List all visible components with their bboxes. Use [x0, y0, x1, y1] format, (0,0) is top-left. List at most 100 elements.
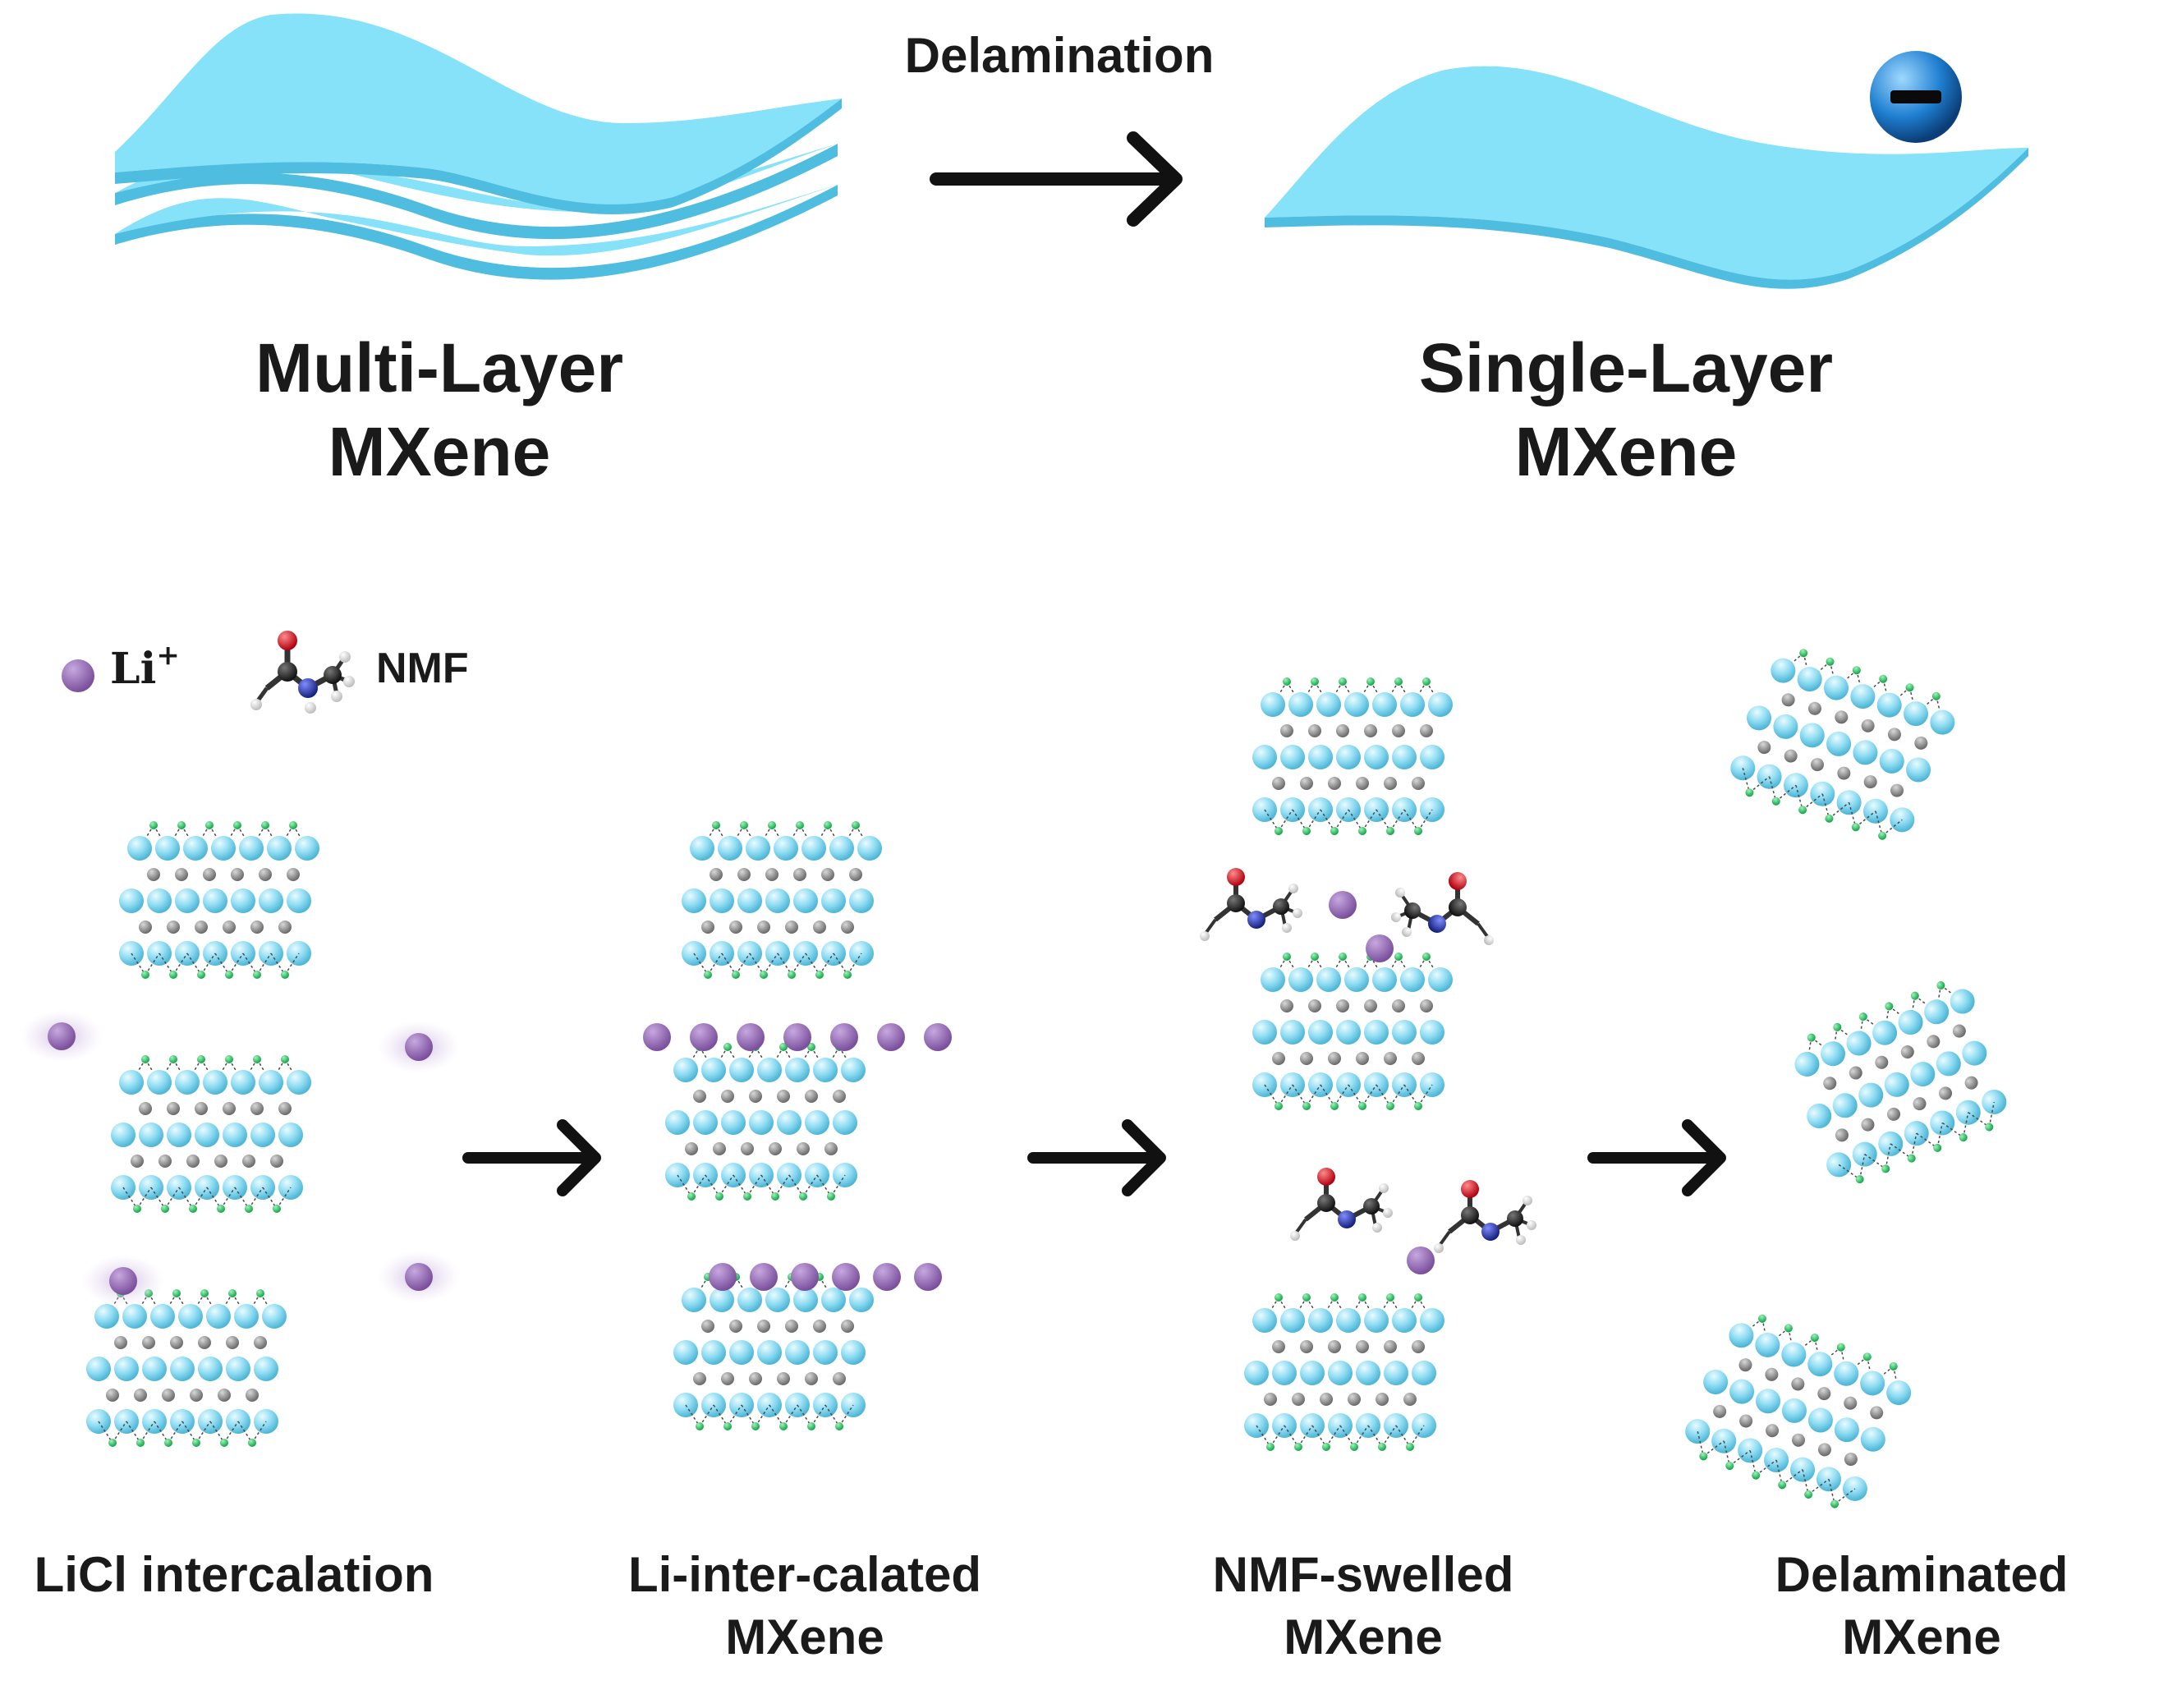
bond-line: [1834, 1488, 1856, 1505]
carbon-atom: [1849, 1066, 1862, 1080]
terminal-atom: [1350, 1443, 1358, 1451]
carbon-atom: [1765, 1367, 1779, 1381]
terminal-atom: [799, 1192, 807, 1201]
carbon-atom: [710, 868, 723, 881]
metal-atom: [841, 1340, 866, 1365]
carbon-atom: [259, 868, 272, 881]
metal-atom: [1807, 1104, 1832, 1129]
metal-atom: [1252, 1020, 1277, 1045]
terminal-atom: [723, 1422, 732, 1430]
bond-line: [1353, 1425, 1369, 1448]
carbon-atom: [106, 1389, 119, 1402]
methyl-carbon: [1363, 1198, 1380, 1214]
metal-atom: [259, 888, 283, 913]
carbon-atom-mol: [1227, 894, 1245, 912]
terminal-atom: [177, 821, 186, 829]
bond-line: [1890, 1143, 1913, 1159]
metal-atom: [765, 888, 790, 913]
metal-atom: [295, 836, 319, 861]
carbon-atom: [134, 1389, 147, 1402]
carbon-atom: [1739, 1414, 1753, 1428]
carbon-atom: [131, 1155, 144, 1168]
carbon-atom: [785, 921, 798, 934]
carbon-atom: [849, 868, 862, 881]
carbon-atom: [1791, 1377, 1805, 1391]
bond-line: [1802, 793, 1823, 810]
oxygen-atom: [1461, 1180, 1479, 1198]
bond-line: [223, 1421, 239, 1444]
metal-atom: [167, 1123, 191, 1147]
metal-atom: [1328, 1361, 1353, 1385]
terminal-atom: [1836, 1343, 1845, 1352]
carbon-atom: [693, 1090, 706, 1103]
bond-line: [1389, 809, 1405, 832]
metal-atom: [821, 888, 846, 913]
carbon-atom: [1861, 719, 1875, 732]
metal-atom: [1884, 1072, 1909, 1097]
metal-atom: [1821, 1041, 1846, 1067]
stage-1-label: LiCl intercalation: [34, 1547, 434, 1602]
terminal-atom: [796, 821, 804, 829]
bond-line: [122, 1187, 138, 1210]
metal-atom: [793, 1288, 818, 1312]
bond-line: [746, 1174, 762, 1197]
metal-atom: [178, 1304, 203, 1329]
lithium-ion: [690, 1023, 718, 1051]
metal-atom: [254, 1357, 278, 1381]
carbon-atom: [1364, 724, 1377, 737]
metal-atom: [1781, 1342, 1807, 1367]
carbon-atom: [1844, 1453, 1858, 1467]
terminal-atom: [1771, 797, 1780, 806]
metal-atom: [813, 1058, 838, 1082]
carbon-atom: [701, 921, 714, 934]
terminal-atom: [1406, 1443, 1414, 1451]
bond-line: [811, 1404, 826, 1427]
metal-atom: [1272, 1361, 1297, 1385]
metal-atom: [1372, 692, 1397, 717]
terminal-atom: [1386, 1293, 1394, 1302]
bond-line: [1988, 1101, 1996, 1127]
stage-3-label-line1: NMF-swelled: [1212, 1547, 1514, 1602]
carbon-atom: [114, 1336, 127, 1349]
metal-atom: [1280, 1308, 1305, 1333]
terminal-atom: [712, 821, 720, 829]
carbon-atom: [1870, 1406, 1884, 1420]
bond-line: [1723, 1440, 1731, 1467]
terminal-atom: [1798, 806, 1807, 815]
bond-line: [1875, 810, 1883, 836]
terminal-atom: [220, 1439, 228, 1447]
bond-line: [1968, 1112, 1990, 1128]
metal-atom: [206, 1304, 231, 1329]
terminal-atom: [1889, 1361, 1898, 1371]
terminal-atom: [807, 1043, 815, 1051]
hydrogen-atom: [1293, 908, 1302, 918]
carbon-atom: [813, 921, 826, 934]
terminal-atom: [1810, 1334, 1819, 1343]
terminal-atom: [1879, 674, 1888, 683]
metal-atom: [211, 836, 236, 861]
terminal-atom: [1283, 677, 1291, 686]
terminal-atom: [1933, 1143, 1942, 1152]
terminal-atom: [1985, 1123, 1994, 1132]
carbon-atom: [254, 1336, 267, 1349]
metal-atom: [1930, 709, 1955, 735]
carbon-atom: [1835, 1128, 1849, 1142]
lithium-ion: [405, 1033, 433, 1061]
carbon-atom: [250, 921, 264, 934]
metal-atom: [1790, 1457, 1816, 1482]
carbon-atom: [1781, 693, 1795, 707]
terminal-atom: [141, 1055, 149, 1063]
carbon-atom: [195, 1102, 208, 1115]
carbon-atom: [1713, 1404, 1727, 1418]
carbon-atom: [833, 1090, 846, 1103]
carbon-atom: [1384, 1340, 1397, 1353]
terminal-atom: [1283, 953, 1291, 961]
carbon-atom: [1280, 999, 1293, 1012]
hydrogen-atom: [1200, 931, 1210, 941]
carbon-atom: [1861, 1118, 1875, 1132]
bond-line: [847, 953, 862, 976]
hydrogen-atom: [1379, 1183, 1389, 1193]
metal-atom: [757, 1340, 782, 1365]
carbon-atom: [693, 1372, 706, 1385]
terminal-atom: [788, 971, 796, 979]
